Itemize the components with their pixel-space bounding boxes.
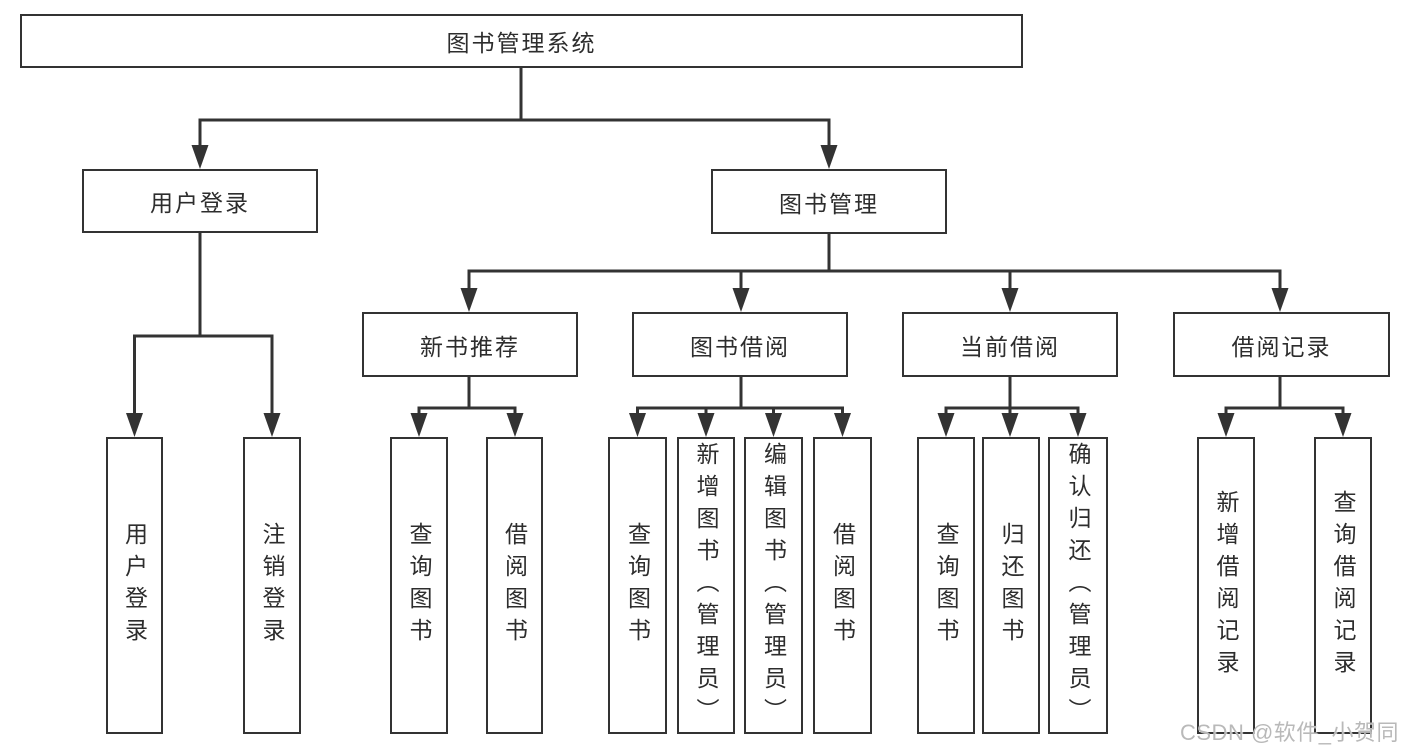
arrowheads (126, 145, 1352, 437)
node-root-library-system: 图书管理系统 (20, 14, 1023, 68)
leaf-user-login: 用户登录 (106, 437, 163, 734)
node-current-borrow: 当前借阅 (902, 312, 1118, 377)
leaf-edit-book-admin: 编辑图书（管理员） (744, 437, 803, 734)
leaf-query-books-current: 查询图书 (917, 437, 975, 734)
leaf-confirm-return-admin: 确认归还（管理员） (1048, 437, 1108, 734)
node-borrow-records: 借阅记录 (1173, 312, 1390, 377)
leaf-logout: 注销登录 (243, 437, 301, 734)
leaf-borrow-books-recommend: 借阅图书 (486, 437, 543, 734)
node-book-management: 图书管理 (711, 169, 947, 234)
node-user-login: 用户登录 (82, 169, 318, 233)
leaf-borrow-books: 借阅图书 (813, 437, 872, 734)
leaf-add-book-admin: 新增图书（管理员） (677, 437, 735, 734)
csdn-watermark: CSDN @软件_小贺同学 (1180, 720, 1400, 745)
leaf-return-book: 归还图书 (982, 437, 1040, 734)
leaf-query-books-recommend: 查询图书 (390, 437, 448, 734)
leaf-query-borrow-record: 查询借阅记录 (1314, 437, 1372, 734)
node-new-book-recommend: 新书推荐 (362, 312, 578, 377)
node-book-borrow: 图书借阅 (632, 312, 848, 377)
leaf-query-books-borrow: 查询图书 (608, 437, 667, 734)
leaf-add-borrow-record: 新增借阅记录 (1197, 437, 1255, 734)
